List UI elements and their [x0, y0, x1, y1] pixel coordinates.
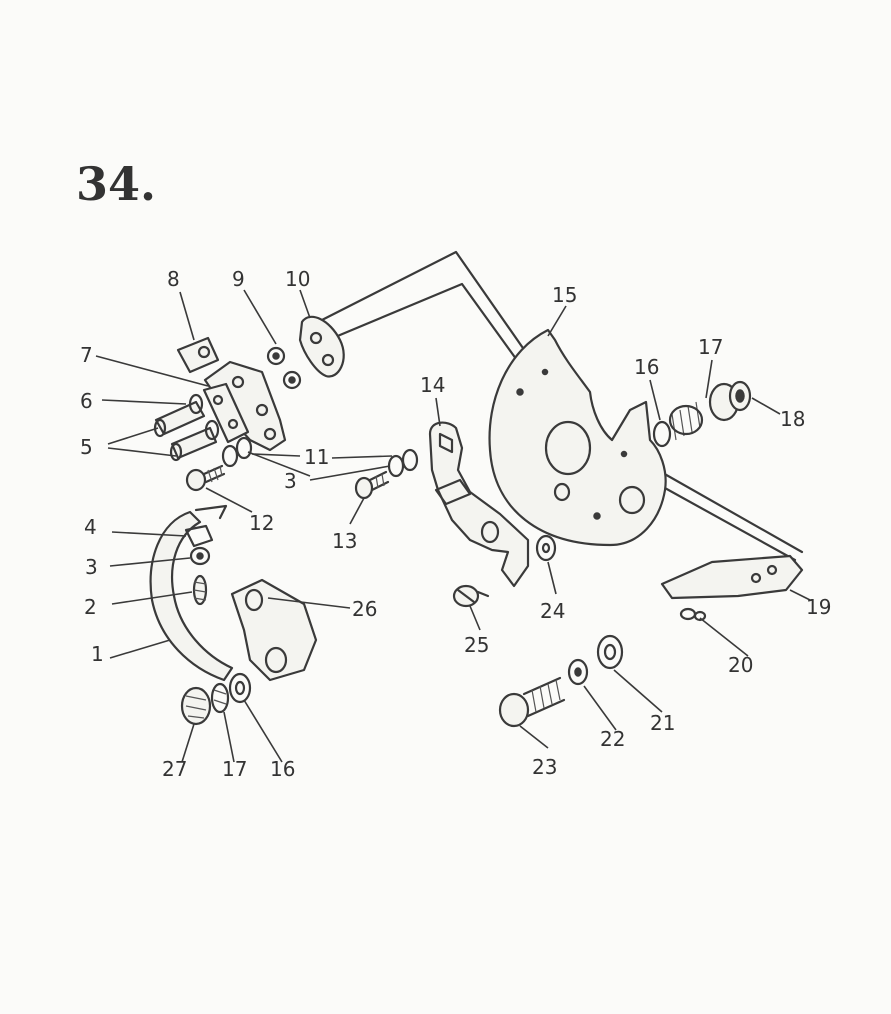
part-25-screw	[452, 584, 490, 608]
callout-25: 25	[464, 633, 489, 657]
part-7-plate	[202, 382, 250, 444]
part-22-lock-washer	[567, 658, 589, 686]
callout-11: 11	[304, 445, 329, 469]
part-2-screw	[192, 574, 208, 606]
callout-18: 18	[780, 407, 805, 431]
callout-26: 26	[352, 597, 377, 621]
callout-16b: 16	[270, 757, 295, 781]
part-18-cap	[708, 380, 752, 422]
callout-19: 19	[806, 595, 831, 619]
callout-12: 12	[249, 511, 274, 535]
callout-20: 20	[728, 653, 753, 677]
part-4-clip	[184, 524, 214, 548]
callout-10: 10	[285, 267, 310, 291]
callout-labels: 1 2 3 4 5 6 7 8 9 10 11 3 12 13 14 15 16…	[80, 267, 831, 781]
part-19-bracket	[660, 554, 804, 600]
callout-9: 9	[232, 267, 245, 291]
part-6-washers	[188, 393, 220, 441]
leader-lines	[95, 289, 811, 763]
part-21-washer	[596, 634, 624, 670]
callout-23: 23	[532, 755, 557, 779]
callout-4: 4	[84, 515, 97, 539]
part-16-washer-right	[652, 420, 672, 448]
part-23-bolt	[498, 676, 566, 728]
part-20-screw	[679, 607, 707, 622]
callout-3b: 3	[284, 469, 297, 493]
part-13-screw	[354, 448, 419, 500]
part-17-spring-left	[210, 682, 230, 714]
part-9-nuts	[266, 346, 302, 390]
callout-3: 3	[85, 555, 98, 579]
callout-2: 2	[84, 595, 97, 619]
callout-16: 16	[634, 355, 659, 379]
part-24-washer	[535, 534, 557, 562]
callout-15: 15	[552, 283, 577, 307]
part-17-spring-right	[668, 401, 704, 441]
callout-14: 14	[420, 373, 445, 397]
part-12-screw	[185, 436, 253, 492]
callout-17: 17	[698, 335, 723, 359]
callout-22: 22	[600, 727, 625, 751]
part-1-curved-shoe	[149, 504, 234, 682]
part-26-block	[230, 578, 318, 682]
callout-21: 21	[650, 711, 675, 735]
callout-17b: 17	[222, 757, 247, 781]
part-16-washer-left	[228, 672, 252, 704]
callout-8: 8	[167, 267, 180, 291]
callout-13: 13	[332, 529, 357, 553]
part-10-link-plate	[298, 315, 345, 378]
callout-24: 24	[540, 599, 565, 623]
callout-7: 7	[80, 343, 93, 367]
callout-27: 27	[162, 757, 187, 781]
part-14-arm	[428, 421, 530, 588]
figure-number: 34.	[76, 157, 156, 211]
callout-6: 6	[80, 389, 93, 413]
part-15-base-plate	[488, 328, 667, 547]
part-27-nut	[180, 686, 212, 726]
part-3-washer-left	[189, 546, 211, 566]
callout-1: 1	[91, 642, 104, 666]
callout-5: 5	[80, 435, 93, 459]
